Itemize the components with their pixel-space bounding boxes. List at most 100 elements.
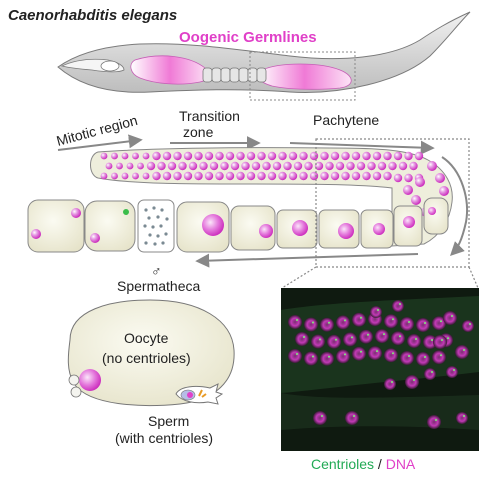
germline-nucleus	[346, 161, 355, 171]
micrograph-nucleus	[405, 375, 419, 389]
figure-title: Caenorhabditis elegans	[8, 7, 177, 24]
germline-nucleus	[194, 151, 203, 161]
germline-nucleus	[267, 171, 277, 181]
micrograph-nucleus	[368, 346, 382, 361]
germline-nucleus	[404, 173, 413, 183]
germline-nucleus	[411, 195, 421, 205]
micrograph-nucleus	[416, 352, 430, 366]
germline-nucleus	[398, 161, 408, 171]
worm-oocyte-row	[202, 67, 267, 83]
spermatheca-symbol: ♂	[151, 263, 162, 279]
micrograph-nucleus	[456, 412, 468, 424]
micrograph-nucleus	[288, 315, 302, 329]
germline-nucleus	[309, 151, 319, 161]
germline-nucleus	[152, 171, 161, 181]
arrow-return	[195, 253, 419, 268]
micrograph-nucleus	[370, 306, 382, 318]
germline-nucleus	[100, 172, 108, 180]
micrograph-nucleus	[320, 317, 334, 332]
germline-nucleus	[372, 171, 382, 181]
oocyte-label-line1: Oocyte	[124, 330, 169, 346]
micrograph-centriole	[413, 379, 415, 381]
germline-nucleus	[142, 172, 150, 180]
micrograph-centriole	[360, 316, 362, 319]
germline-nucleus	[377, 161, 387, 171]
micrograph-centriole	[392, 352, 394, 355]
arrow-pachytene	[289, 140, 435, 155]
micrograph-centriole	[296, 319, 298, 321]
micrograph-centriole	[424, 322, 426, 324]
germline-nucleus	[393, 151, 403, 161]
micrograph-centriole	[312, 321, 314, 324]
sperm-cell	[175, 383, 224, 405]
micrograph-centriole	[344, 353, 346, 356]
micrograph-nucleus	[462, 320, 474, 332]
germline-subtitle: Oogenic Germlines	[179, 29, 317, 46]
micrograph-nucleus	[392, 300, 404, 312]
germline-nucleus	[439, 186, 449, 196]
germline-nucleus	[409, 161, 418, 171]
micrograph-nuclei	[288, 300, 474, 429]
sperm-label-line2: (with centrioles)	[115, 430, 213, 446]
germline-nucleus	[320, 151, 329, 161]
germline-nucleus	[257, 151, 266, 161]
zoom-region	[281, 138, 479, 289]
micrograph-nucleus	[400, 351, 414, 365]
micrograph-nucleus	[455, 345, 469, 359]
micrograph-centriole	[303, 336, 305, 338]
sperm-centriole-icon	[198, 389, 207, 398]
germline-nucleus	[152, 151, 161, 161]
germline-nucleus	[393, 173, 403, 183]
germline-nucleus	[272, 161, 282, 171]
arrow-mitotic	[57, 134, 143, 151]
germline-nucleus	[241, 161, 250, 171]
germline-nucleus	[372, 151, 382, 161]
micrograph-nucleus	[343, 332, 357, 347]
germline-nucleus	[199, 161, 208, 171]
micrograph-centriole	[440, 354, 442, 357]
micrograph-centriole	[296, 353, 298, 355]
germline-nucleus	[288, 151, 298, 161]
sperm-label-line1: Sperm	[148, 413, 189, 429]
germline-nucleus	[204, 151, 214, 161]
micrograph-centriole	[431, 339, 433, 341]
pachytene-nuclei	[100, 151, 449, 217]
germline-nucleus	[236, 171, 245, 181]
micrograph-centriole	[415, 338, 417, 340]
germline-nucleus	[367, 161, 376, 171]
germline-nucleus	[388, 161, 397, 171]
germline-nucleus	[435, 173, 445, 183]
micrograph-centriole	[408, 355, 410, 357]
germline-nucleus	[267, 151, 277, 161]
germline-nucleus	[427, 161, 437, 171]
micrograph-nucleus	[336, 315, 350, 330]
germline-nucleus	[215, 171, 224, 181]
germline-nucleus	[121, 172, 129, 180]
germline-nucleus	[257, 171, 266, 181]
micrograph-centriole	[360, 350, 362, 353]
worm-zoom-box	[249, 51, 356, 101]
micrograph-centriole	[321, 415, 323, 417]
germline-tube	[90, 147, 453, 247]
micrograph-centriole	[328, 321, 330, 324]
germline-nucleus	[209, 161, 219, 171]
germline-nucleus	[173, 171, 182, 181]
micrograph-nucleus	[446, 366, 458, 378]
micrograph-centriole	[353, 415, 355, 417]
germline-nucleus	[173, 151, 182, 161]
micrograph-centriole	[451, 315, 453, 317]
germline-nucleus	[132, 172, 139, 180]
micrograph-centriole	[431, 371, 433, 373]
micrograph-centriole	[377, 309, 379, 311]
micrograph-nucleus	[295, 332, 309, 346]
micrograph-nucleus	[384, 378, 396, 390]
micrograph-centriole	[463, 415, 465, 417]
micrograph-centriole	[453, 369, 455, 371]
germline-nucleus	[132, 152, 139, 160]
germline-nucleus	[314, 161, 324, 171]
micrograph-nucleus	[416, 318, 430, 332]
micrograph-centriole	[440, 320, 442, 323]
micrograph-centriole	[399, 303, 401, 305]
label-separator: /	[374, 456, 386, 472]
